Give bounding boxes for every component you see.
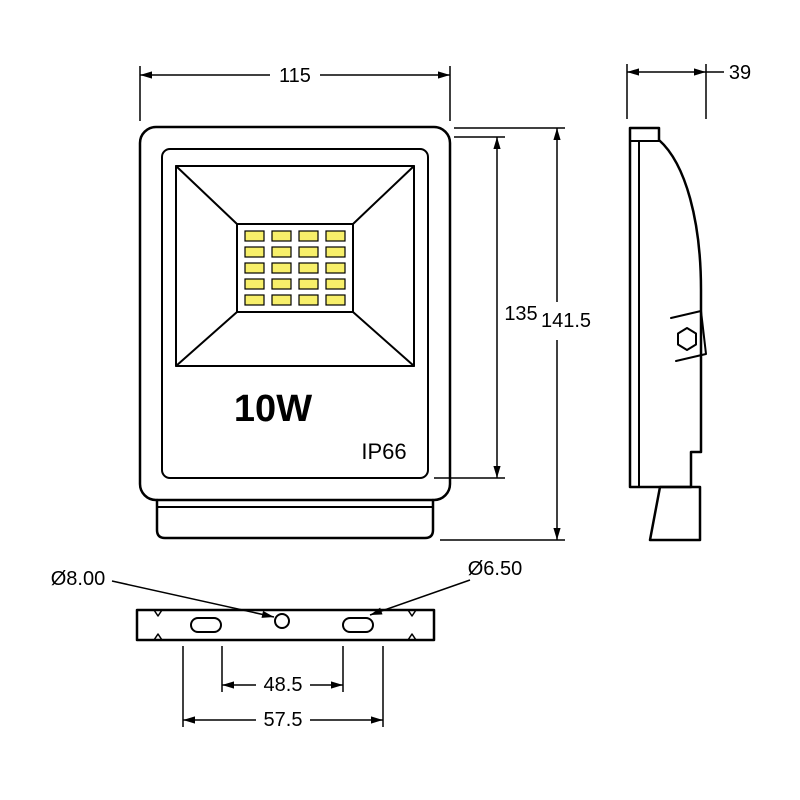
led-chip xyxy=(298,294,319,306)
led-chip xyxy=(298,230,319,242)
reflector-facet-line xyxy=(352,311,415,367)
bottom-view xyxy=(135,608,436,642)
reflector-facet-line xyxy=(175,311,238,367)
dim-outer-spacing: 57.5 xyxy=(182,646,384,731)
side-bracket xyxy=(670,310,707,362)
notch xyxy=(153,633,163,641)
notch xyxy=(407,633,417,641)
dim-face-height-value: 135 xyxy=(504,303,537,325)
dim-width: 115 xyxy=(139,65,451,121)
led-chip xyxy=(271,294,292,306)
slot-hole-right xyxy=(342,617,374,633)
led-chip xyxy=(244,262,265,274)
pedestal-outline xyxy=(155,498,435,540)
front-face-panel xyxy=(161,148,429,479)
led-chip xyxy=(325,278,346,290)
dim-depth-value: 39 xyxy=(729,62,751,84)
dim-depth: 39 xyxy=(626,62,751,119)
front-view: 10W IP66 xyxy=(138,125,452,540)
slot-hole-left xyxy=(190,617,222,633)
reflector-facet-line xyxy=(352,165,415,225)
dim-slot-spacing-value: 48.5 xyxy=(264,674,303,696)
led-chip xyxy=(298,246,319,258)
reflector xyxy=(175,165,415,367)
side-profile xyxy=(628,126,703,489)
led-panel-frame xyxy=(236,223,354,313)
dim-width-value: 115 xyxy=(279,65,311,87)
led-chip xyxy=(244,246,265,258)
leader-line xyxy=(369,579,471,616)
reflector-outer xyxy=(175,165,415,367)
led-chip xyxy=(271,262,292,274)
led-chip xyxy=(271,278,292,290)
led-chip xyxy=(271,230,292,242)
dim-face-height: 135 xyxy=(434,136,538,479)
leader-line xyxy=(111,580,275,618)
led-array xyxy=(244,230,346,306)
led-chip xyxy=(325,246,346,258)
side-view xyxy=(628,126,707,542)
led-chip xyxy=(298,278,319,290)
wattage-label: 10W xyxy=(234,388,312,430)
center-hole xyxy=(274,613,290,629)
led-chip xyxy=(244,294,265,306)
side-foot xyxy=(648,485,702,542)
notch xyxy=(407,609,417,617)
dim-total-height: 141.5 xyxy=(440,127,591,541)
ip-rating-label: IP66 xyxy=(361,439,406,464)
hex-bolt-icon xyxy=(677,327,697,351)
callout-slot-hole-value: Ø6.50 xyxy=(468,558,522,580)
dim-total-height-value: 141.5 xyxy=(541,310,591,332)
dim-outer-spacing-value: 57.5 xyxy=(264,709,303,731)
led-chip xyxy=(325,262,346,274)
reflector-facet-line xyxy=(175,165,238,225)
led-chip xyxy=(271,246,292,258)
callout-center-hole-value: Ø8.00 xyxy=(51,568,105,590)
front-body-outline xyxy=(138,125,452,502)
led-chip xyxy=(325,294,346,306)
mounting-bar xyxy=(135,608,436,642)
callout-center-hole: Ø8.00 xyxy=(51,568,275,618)
callout-slot-hole: Ø6.50 xyxy=(369,558,522,616)
led-chip xyxy=(298,262,319,274)
bar-notches xyxy=(153,609,417,641)
notch xyxy=(153,609,163,617)
led-chip xyxy=(325,230,346,242)
dim-slot-spacing: 48.5 xyxy=(221,646,344,696)
led-chip xyxy=(244,230,265,242)
led-chip xyxy=(244,278,265,290)
front-pedestal xyxy=(155,498,435,540)
